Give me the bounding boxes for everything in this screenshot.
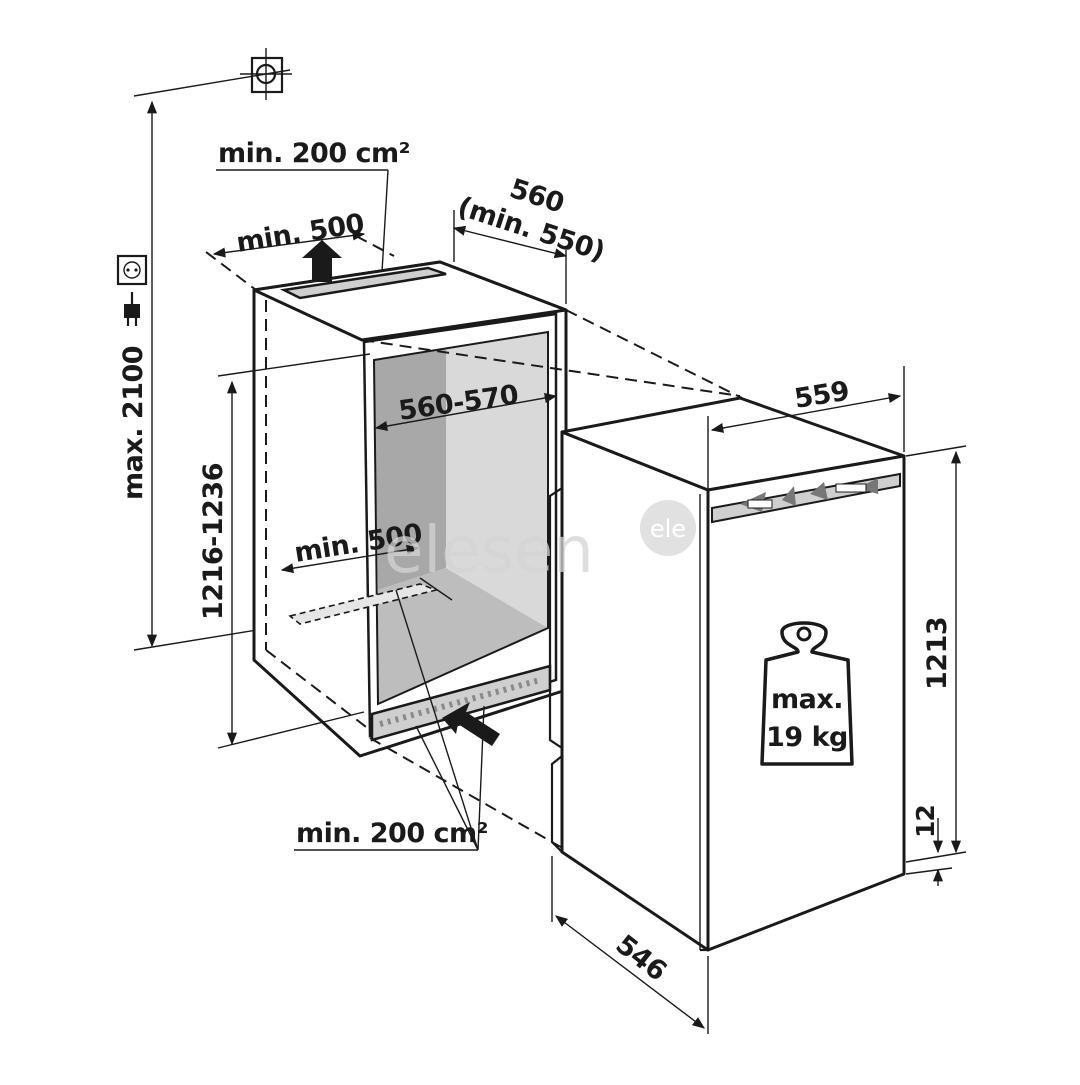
niche-cabinet [252, 260, 568, 758]
appliance-depth-line [554, 915, 706, 1029]
arrow-in-icon [442, 702, 500, 746]
appliance-depth-label: 546 [610, 929, 672, 987]
appliance-width-label: 559 [792, 376, 851, 415]
top-depth-min-label: min. 500 [234, 208, 366, 259]
height-reference-top [133, 69, 291, 97]
niche-width-line [374, 393, 558, 431]
power-socket-icon [116, 254, 148, 286]
watermark-text: elesen [384, 514, 594, 588]
niche-height-label: 1216-1236 [198, 463, 229, 620]
watermark-logo: ele [640, 500, 696, 556]
watermark-logo-text: ele [650, 515, 686, 543]
power-plug-icon [124, 292, 140, 326]
weight-line1-label: max. [771, 684, 843, 715]
top-vent-area-label: min. 200 cm² [218, 138, 410, 169]
max-height-label: max. 2100 [118, 346, 149, 500]
niche-depth-line [452, 225, 568, 259]
appliance-width-line [710, 393, 902, 433]
floor-depth-min-line [280, 544, 420, 574]
appliance-body [548, 396, 906, 952]
door-offset-label: 12 [911, 805, 940, 838]
weight-icon [760, 621, 854, 766]
bottom-vent-area-label: min. 200 cm² [296, 818, 488, 849]
appliance-height-label: 1213 [922, 617, 953, 690]
projection-line-top [361, 339, 741, 397]
weight-line2-label: 19 kg [766, 722, 848, 753]
top-depth-min-line [212, 230, 366, 258]
